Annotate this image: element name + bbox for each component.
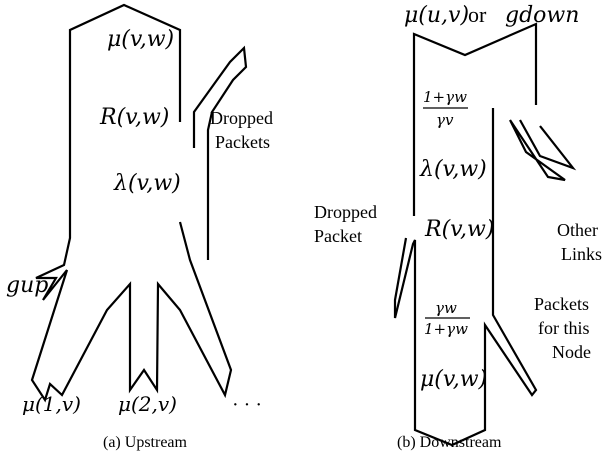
- upstream-caption: (a) Upstream: [103, 434, 188, 451]
- downstream-packets-line3: Node: [552, 342, 591, 362]
- fraction-bottom-denominator: 1+γw: [424, 320, 468, 338]
- downstream-caption: (b) Downstream: [397, 434, 502, 451]
- upstream-diagram: μ(v,w) R(v,w) λ(v,w) Dropped Packets gup…: [6, 3, 273, 451]
- downstream-other-link-1: [509, 119, 566, 182]
- downstream-mu-bottom: μ(v,w): [420, 367, 487, 392]
- downstream-title-or: or: [468, 2, 487, 27]
- fraction-bottom-numerator: γw: [435, 299, 457, 317]
- downstream-packets-line2: for this: [538, 318, 590, 338]
- upstream-mu-2: μ(2,v): [118, 392, 177, 416]
- upstream-R: R(v,w): [99, 105, 169, 130]
- downstream-other-link-2: [519, 119, 577, 171]
- downstream-dropped-label-line1: Dropped: [314, 202, 377, 222]
- upstream-trunk-outline: [30, 3, 233, 403]
- upstream-g-up: gup: [6, 273, 48, 298]
- upstream-dropped-label-line2: Packets: [215, 132, 270, 152]
- upstream-mu-1: μ(1,v): [22, 392, 81, 416]
- upstream-dropped-branch: [192, 45, 248, 260]
- downstream-title-g: gdown: [505, 3, 579, 28]
- downstream-R: R(v,w): [424, 217, 494, 242]
- upstream-ellipsis: · · ·: [232, 394, 262, 416]
- downstream-fraction-bottom: γw 1+γw: [424, 299, 470, 338]
- upstream-mu-top: μ(v,w): [107, 27, 174, 52]
- fraction-top-denominator: γv: [436, 111, 454, 129]
- downstream-title-mu: μ(u,v): [404, 3, 469, 28]
- upstream-dropped-label-line1: Dropped: [210, 108, 273, 128]
- downstream-diagram: μ(u,v) or gdown 1+γw γv λ(v,w) R(v,w) γw…: [314, 2, 602, 451]
- fraction-top-numerator: 1+γw: [423, 88, 467, 106]
- downstream-other-links-line2: Links: [561, 244, 602, 264]
- downstream-dropped-label-line2: Packet: [314, 226, 362, 246]
- upstream-lambda: λ(v,w): [113, 171, 181, 196]
- downstream-fraction-top: 1+γw γv: [423, 88, 468, 129]
- downstream-trunk-outline: [393, 22, 538, 447]
- downstream-lambda: λ(v,w): [419, 157, 487, 182]
- downstream-packets-line1: Packets: [534, 294, 589, 314]
- downstream-other-links-line1: Other: [557, 220, 598, 240]
